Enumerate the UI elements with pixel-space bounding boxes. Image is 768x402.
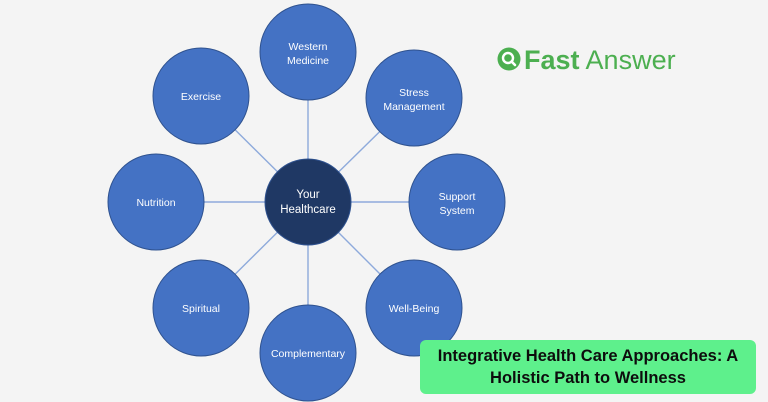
node-exercise: Exercise bbox=[152, 47, 250, 145]
logo-word-fast: Fast bbox=[524, 45, 580, 75]
node-label-western-medicine: Western bbox=[289, 41, 328, 53]
node-circle-complementary bbox=[259, 304, 357, 402]
node-label-western-medicine-line2: Medicine bbox=[287, 55, 329, 67]
node-label-exercise: Exercise bbox=[181, 91, 221, 103]
node-circle-support-system bbox=[408, 153, 506, 251]
node-circle-stress-management bbox=[365, 49, 463, 147]
node-circle-spiritual bbox=[152, 259, 250, 357]
node-circle-nutrition bbox=[107, 153, 205, 251]
node-circle-exercise bbox=[152, 47, 250, 145]
node-spiritual: Spiritual bbox=[152, 259, 250, 357]
node-label-complementary: Complementary bbox=[271, 348, 346, 360]
node-well-being: Well-Being bbox=[365, 259, 463, 357]
node-label-stress-management-line2: Management bbox=[383, 101, 444, 113]
node-circle-well-being bbox=[365, 259, 463, 357]
banner-title-line1: Integrative Health Care Approaches: A bbox=[437, 347, 739, 365]
node-label-stress-management: Stress bbox=[399, 87, 429, 99]
node-label-well-being: Well-Being bbox=[389, 303, 440, 315]
node-label-support-system: Support bbox=[439, 191, 476, 203]
node-complementary: Complementary bbox=[259, 304, 357, 402]
brand-logo: Fast Answer bbox=[497, 45, 676, 75]
title-banner: Integrative Health Care Approaches: A Ho… bbox=[420, 340, 756, 394]
logo-word-answer: Answer bbox=[580, 45, 676, 75]
node-circle-western-medicine bbox=[259, 3, 357, 101]
banner-title-line2: Holistic Path to Wellness bbox=[490, 369, 686, 387]
node-label-support-system-line2: System bbox=[439, 205, 474, 217]
center-label-line2: Healthcare bbox=[280, 204, 336, 216]
center-circle bbox=[264, 158, 352, 246]
banner-title: Integrative Health Care Approaches: A Ho… bbox=[438, 345, 738, 389]
node-label-spiritual: Spiritual bbox=[182, 303, 220, 315]
node-label-nutrition: Nutrition bbox=[136, 197, 175, 209]
node-nutrition: Nutrition bbox=[107, 153, 205, 251]
logo-text: Fast Answer bbox=[524, 45, 676, 75]
center-node: Your Healthcare bbox=[264, 158, 352, 246]
magnifier-icon bbox=[497, 47, 521, 71]
diagram-nodes: WesternMedicineStressManagementSupportSy… bbox=[107, 3, 506, 402]
center-label-line1: Your bbox=[296, 189, 319, 201]
